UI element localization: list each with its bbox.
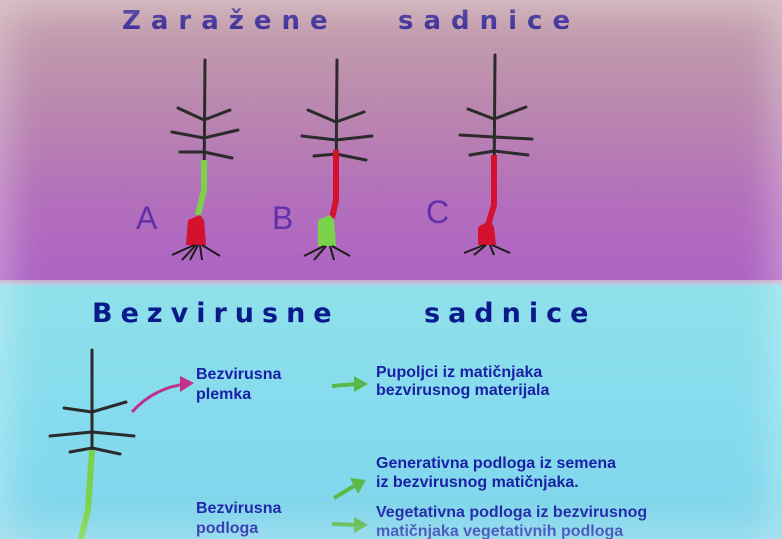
arrow-to-generative: [330, 476, 370, 502]
tree-b-label: B: [272, 200, 293, 237]
tree-b-diagram: [292, 60, 392, 260]
infected-title-word2: sadnice: [398, 6, 580, 36]
generative-rootstock-1: Generativna podloga iz semena: [376, 455, 616, 473]
tree-a-diagram: [160, 60, 260, 260]
virus-free-title-word2: sadnice: [424, 298, 596, 329]
tree-a-label: A: [136, 200, 157, 237]
arrow-to-scion: [128, 372, 198, 416]
scion-result-1: Pupoljci iz matičnjaka: [376, 364, 542, 382]
panel-divider: [0, 280, 782, 286]
tree-c-diagram: [450, 55, 550, 255]
virus-free-title-word1: Bezvirusne: [92, 298, 340, 329]
scion-label-1: Bezvirusna: [196, 366, 281, 384]
scion-label-2: plemka: [196, 386, 251, 404]
arrow-to-vegetative: [330, 514, 370, 534]
rootstock-label-1: Bezvirusna: [196, 500, 281, 518]
infected-title-word1: Zaražene: [122, 6, 338, 36]
arrow-scion-result: [330, 374, 370, 394]
generative-rootstock-2: iz bezvirusnog matičnjaka.: [376, 474, 579, 492]
scion-result-2: bezvirusnog materijala: [376, 382, 549, 400]
tree-c-label: C: [426, 194, 449, 231]
rootstock-label-2: podloga: [196, 520, 258, 538]
vegetative-rootstock-1: Vegetativna podloga iz bezvirusnog: [376, 504, 647, 522]
vegetative-rootstock-2: matičnjaka vegetativnih podloga: [376, 523, 623, 539]
